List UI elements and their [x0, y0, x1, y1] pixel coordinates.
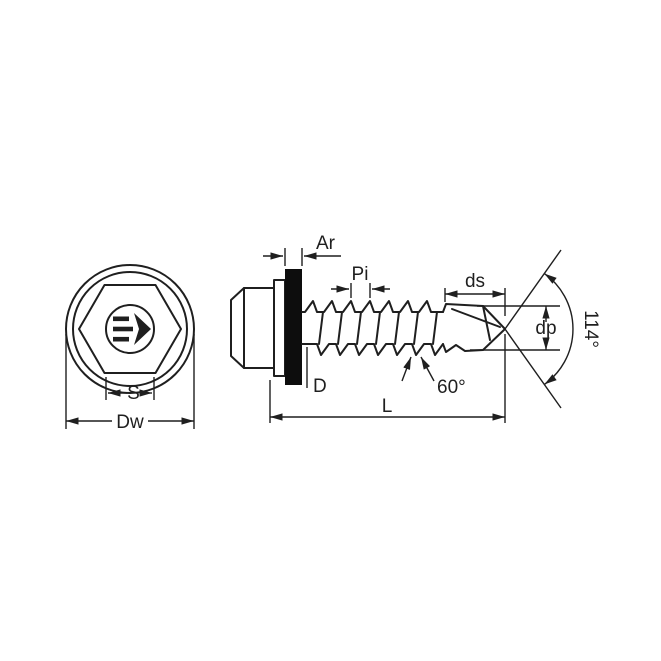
head-chamfer-circle — [105, 304, 155, 354]
thread-helix-line — [413, 311, 419, 345]
dimension-dw — [65, 334, 195, 429]
logo-bar — [113, 326, 133, 332]
label-d: D — [313, 376, 327, 397]
thread-helix-line — [356, 311, 362, 345]
dimension-pi — [331, 283, 390, 298]
label-ds: ds — [465, 271, 485, 292]
angle-line — [504, 249, 562, 330]
thread-helix-line — [318, 311, 324, 345]
label-ar: Ar — [316, 233, 336, 254]
logo-bar — [113, 336, 129, 342]
label-dw: Dw — [116, 412, 144, 433]
label-dp: dp — [535, 318, 556, 339]
thread-profile-top — [301, 300, 444, 313]
threaded-shank — [301, 300, 444, 356]
dimension-ds — [444, 288, 506, 316]
drill-point-top — [442, 303, 506, 330]
label-point-angle: 114° — [580, 310, 601, 348]
washer-inner-circle — [72, 271, 188, 387]
dim-arrow — [420, 356, 435, 382]
front-view: S Dw — [65, 264, 195, 433]
dimension-l — [269, 334, 506, 423]
washer-outer-circle — [65, 264, 195, 394]
dimension-point-angle — [504, 249, 574, 409]
epdm-washer — [285, 269, 302, 385]
hex-head-side — [230, 279, 286, 377]
drill-facet-line — [482, 305, 491, 341]
thread-helix-line — [432, 311, 438, 345]
angle-line — [504, 328, 562, 409]
drill-point — [442, 303, 506, 353]
dimension-ar — [263, 248, 341, 266]
dim-arrow — [401, 356, 412, 382]
thread-profile-bottom — [301, 343, 444, 356]
dimension-s — [105, 377, 155, 400]
label-l: L — [382, 396, 393, 417]
label-pi: Pi — [352, 264, 369, 285]
logo-bar — [113, 316, 129, 322]
thread-helix-line — [394, 311, 400, 345]
drill-flute-line — [451, 308, 501, 328]
drill-point-bottom — [442, 328, 506, 353]
head-flange — [273, 279, 286, 377]
head-outline — [230, 287, 275, 369]
label-thread-angle: 60° — [437, 377, 466, 398]
brand-logo-icon — [113, 313, 151, 345]
thread-helix-line — [375, 311, 381, 345]
dimension-thread-angle — [401, 356, 435, 382]
angle-arc — [543, 273, 574, 385]
label-s: S — [127, 383, 140, 404]
logo-arrow — [134, 313, 151, 345]
thread-helix-line — [337, 311, 343, 345]
hex-head-outline — [78, 284, 182, 374]
side-view: Ar Pi ds dp D L 60° 114° — [230, 233, 601, 423]
